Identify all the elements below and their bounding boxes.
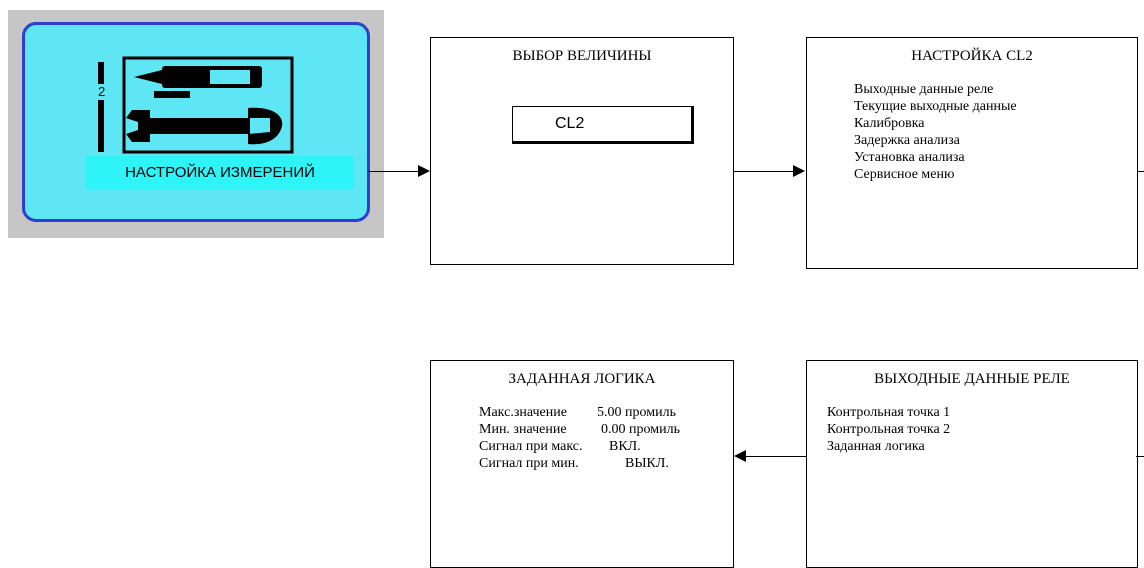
logic-row: Мин. значение 0.00 промиль [479, 421, 680, 438]
menu-item[interactable]: Контрольная точка 1 [827, 405, 951, 420]
logic-row-value[interactable]: 5.00 промиль [597, 405, 676, 420]
logic-row-label: Сигнал при макс. [479, 439, 583, 454]
value-select-box: ВЫБОР ВЕЛИЧИНЫ [430, 37, 734, 265]
logic-row: Макс.значение 5.00 промиль [479, 404, 680, 421]
menu-item[interactable]: Текущие выходные данные [854, 99, 1017, 114]
tools-icon: 2 [98, 56, 294, 154]
arrow-left-icon [734, 450, 746, 462]
cl2-setup-box: НАСТРОЙКА CL2 Выходные данные реле Текущ… [806, 37, 1138, 269]
box-title: ВЫБОР ВЕЛИЧИНЫ [512, 48, 652, 64]
box-title: НАСТРОЙКА CL2 [911, 48, 1033, 64]
menu-item[interactable]: Заданная логика [827, 439, 925, 454]
menu-item[interactable]: Контрольная точка 2 [827, 422, 951, 437]
preset-logic-box: ЗАДАННАЯ ЛОГИКА Макс.значение 5.00 промил… [430, 360, 734, 568]
logic-row: Сигнал при макс. ВКЛ. [479, 438, 680, 455]
arrow-line [368, 171, 420, 172]
logic-row-label: Макс.значение [479, 405, 567, 420]
logic-row: Сигнал при мин. ВЫКЛ. [479, 455, 680, 472]
box-title: ВЫХОДНЫЕ ДАННЫЕ РЕЛЕ [874, 371, 1070, 387]
arrow-line [1136, 456, 1144, 457]
menu-item[interactable]: Задержка анализа [854, 133, 960, 148]
box-title: ЗАДАННАЯ ЛОГИКА [508, 371, 656, 387]
arrow-line [746, 456, 806, 457]
menu-item[interactable]: Сервисное меню [854, 167, 955, 182]
tile-label: НАСТРОЙКА ИЗМЕРЕНИЙ [86, 156, 354, 190]
arrow-right-icon [418, 165, 430, 177]
logic-row-value[interactable]: 0.00 промиль [601, 422, 680, 437]
menu-item[interactable]: Установка анализа [854, 150, 965, 165]
logic-row-value[interactable]: ВКЛ. [609, 439, 641, 454]
menu-item[interactable]: Выходные данные реле [854, 82, 994, 97]
value-field-text: CL2 [555, 115, 585, 132]
arrow-line [733, 171, 795, 172]
value-field[interactable]: CL2 [512, 106, 694, 144]
logic-row-label: Мин. значение [479, 422, 567, 437]
logic-row-value[interactable]: ВЫКЛ. [625, 456, 669, 471]
menu-item[interactable]: Калибровка [854, 116, 925, 131]
logic-row-label: Сигнал при мин. [479, 456, 579, 471]
tile-number: 2 [98, 84, 105, 99]
arrow-right-icon [793, 165, 805, 177]
arrow-line [1136, 171, 1144, 172]
relay-output-box: ВЫХОДНЫЕ ДАННЫЕ РЕЛЕ Контрольная точка 1… [806, 360, 1138, 568]
